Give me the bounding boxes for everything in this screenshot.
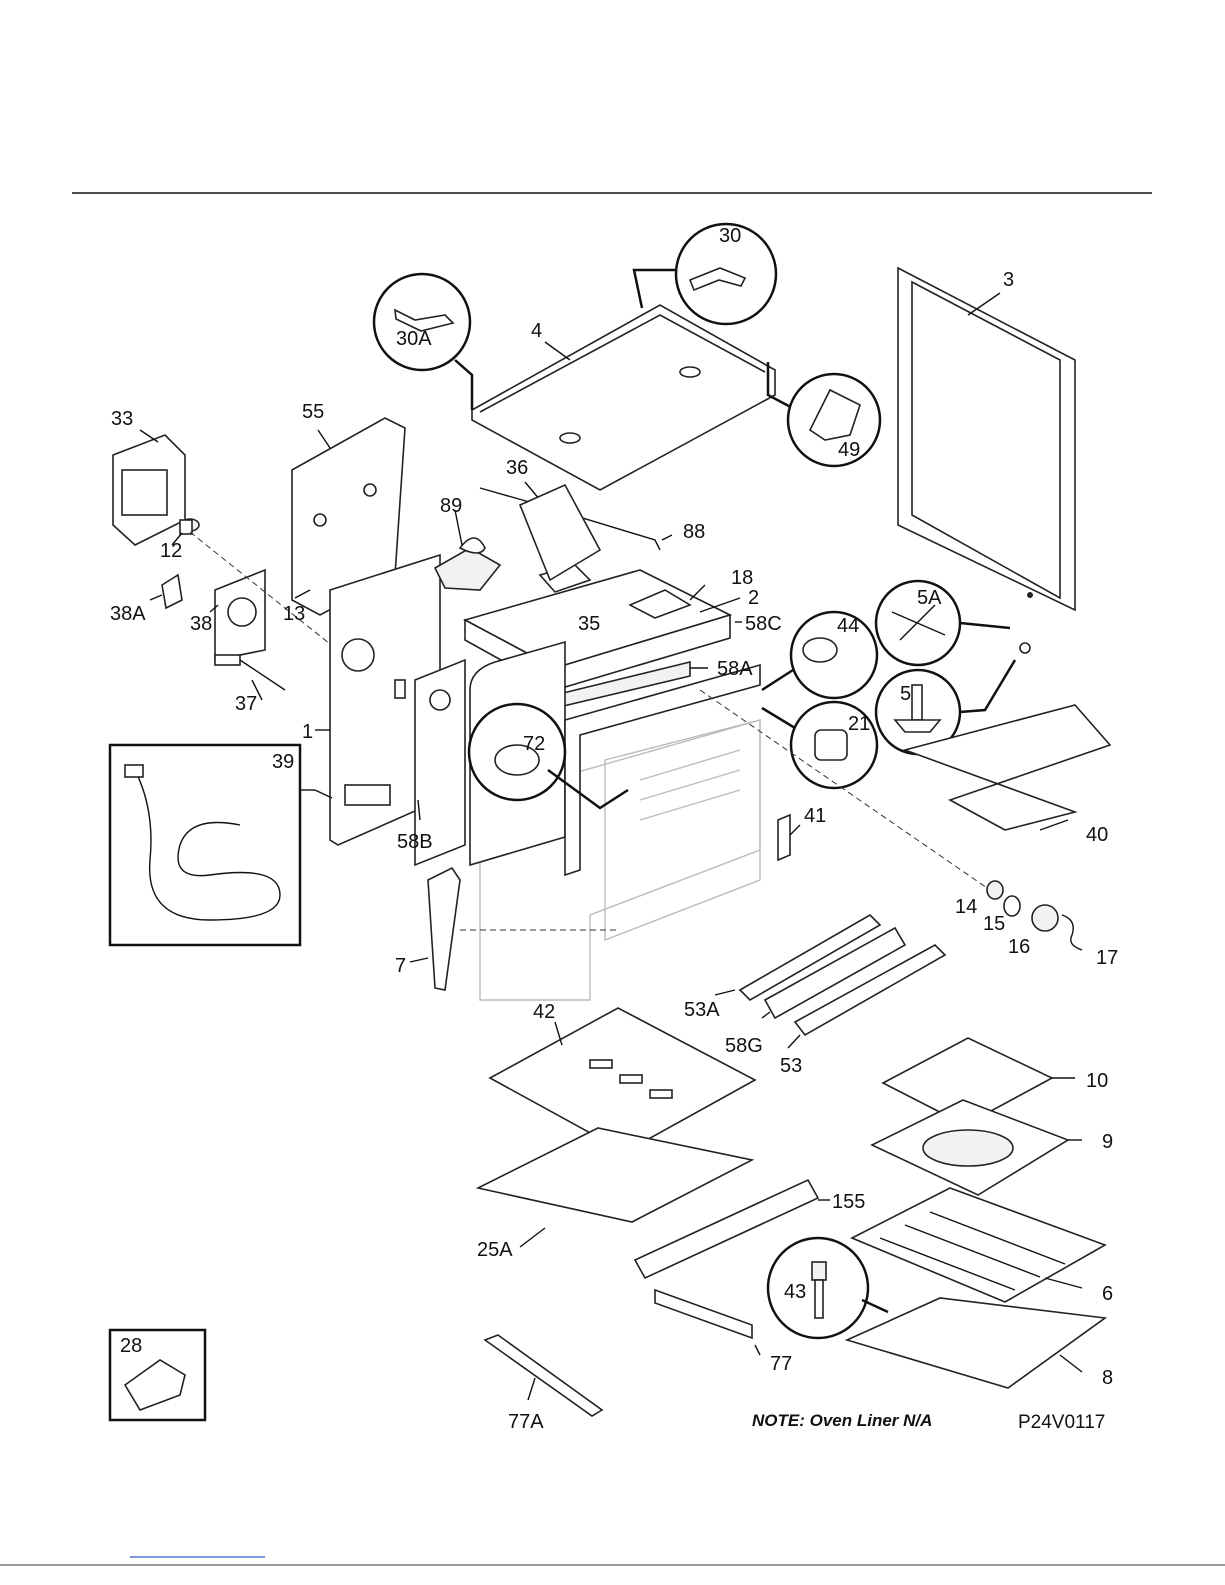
label-13: 13	[283, 603, 305, 625]
label-36: 36	[506, 457, 528, 479]
label-21: 21	[848, 713, 870, 735]
label-35: 35	[578, 613, 600, 635]
part-41-bracket	[778, 815, 800, 860]
label-58b: 58B	[397, 831, 433, 853]
label-30: 30	[719, 225, 741, 247]
part-42-bottom-panel	[490, 1008, 755, 1152]
part-3-rear-panel	[898, 268, 1075, 610]
label-53a: 53A	[684, 999, 720, 1021]
label-25a: 25A	[477, 1239, 513, 1261]
footer-note: NOTE: Oven Liner N/A	[752, 1411, 932, 1430]
label-72: 72	[523, 733, 545, 755]
part-53-group	[715, 915, 945, 1048]
label-155: 155	[832, 1191, 865, 1213]
diagram-code: P24V0117	[1018, 1412, 1105, 1433]
label-89: 89	[440, 495, 462, 517]
part-5a-callout	[876, 581, 1010, 665]
label-39: 39	[272, 751, 294, 773]
label-7: 7	[395, 955, 406, 977]
label-9: 9	[1102, 1131, 1113, 1153]
part-39-cord-box	[110, 745, 332, 945]
label-17: 17	[1096, 947, 1118, 969]
label-8: 8	[1102, 1367, 1113, 1389]
label-12: 12	[160, 540, 182, 562]
label-88: 88	[683, 521, 705, 543]
label-6: 6	[1102, 1283, 1113, 1305]
label-1: 1	[302, 721, 313, 743]
label-44: 44	[837, 615, 859, 637]
label-30a: 30A	[396, 328, 432, 350]
label-33: 33	[111, 408, 133, 430]
label-58g: 58G	[725, 1035, 763, 1057]
label-3: 3	[1003, 269, 1014, 291]
label-58a: 58A	[717, 658, 753, 680]
label-77a: 77A	[508, 1411, 544, 1433]
label-15: 15	[983, 913, 1005, 935]
label-38: 38	[190, 613, 212, 635]
label-77: 77	[770, 1353, 792, 1375]
label-42: 42	[533, 1001, 555, 1023]
label-16: 16	[1008, 936, 1030, 958]
label-38a: 38A	[110, 603, 146, 625]
label-40: 40	[1086, 824, 1108, 846]
label-49: 49	[838, 439, 860, 461]
part-89-fan	[435, 510, 500, 590]
label-14: 14	[955, 896, 977, 918]
label-5: 5	[900, 683, 911, 705]
label-2: 2	[748, 587, 759, 609]
label-43: 43	[784, 1281, 806, 1303]
label-28: 28	[120, 1335, 142, 1357]
part-9-broiler-pan	[872, 1100, 1082, 1195]
label-5a: 5A	[917, 587, 942, 609]
label-55: 55	[302, 401, 324, 423]
part-77a-bar	[485, 1335, 602, 1416]
label-18: 18	[731, 567, 753, 589]
label-10: 10	[1086, 1070, 1108, 1092]
part-6-oven-rack	[852, 1188, 1105, 1302]
label-58c: 58C	[745, 613, 782, 635]
label-53: 53	[780, 1055, 802, 1077]
label-4: 4	[531, 320, 542, 342]
part-7-hinge	[410, 868, 620, 990]
label-41: 41	[804, 805, 826, 827]
part-49-callout	[768, 362, 880, 466]
label-37: 37	[235, 693, 257, 715]
part-33-bracket	[113, 430, 185, 545]
